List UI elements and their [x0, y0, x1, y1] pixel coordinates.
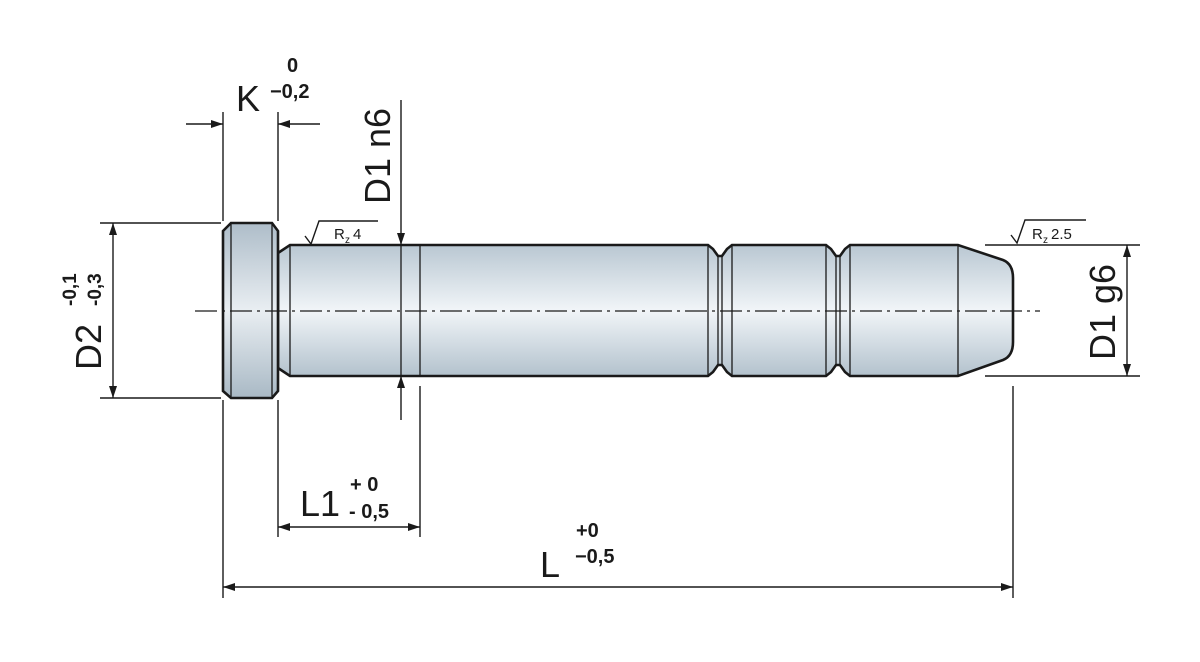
dimension-k: K 0 −0,2: [186, 55, 320, 221]
rough1-value: 4: [353, 226, 361, 243]
d1-g6-label: D1 g6: [1082, 264, 1123, 360]
l1-upper-tolerance: + 0: [350, 474, 378, 496]
dimension-l1: L1 + 0 - 0,5: [277, 386, 421, 537]
l-upper-tolerance: +0: [576, 520, 599, 542]
l-label: L: [540, 544, 560, 585]
dimension-d1-g6: D1 g6: [985, 244, 1140, 377]
rough2-z: z: [1043, 235, 1048, 246]
rough1-z: z: [345, 235, 350, 246]
dimension-d1-n6: D1 n6: [357, 100, 405, 420]
rough1-r: R: [334, 226, 345, 243]
rough2-r: R: [1032, 226, 1043, 243]
rough2-value: 2.5: [1051, 226, 1072, 243]
dimension-l: L +0 −0,5: [222, 386, 1014, 598]
k-label: K: [236, 78, 260, 119]
k-lower-tolerance: −0,2: [270, 81, 309, 103]
roughness-symbol-rz4: R z 4: [304, 220, 378, 246]
d2-label: D2: [68, 324, 109, 370]
d2-lower-tolerance: -0,3: [85, 273, 106, 306]
d1-n6-label: D1 n6: [357, 108, 398, 204]
l1-lower-tolerance: - 0,5: [349, 501, 389, 523]
d2-upper-tolerance: -0,1: [60, 273, 81, 306]
dimension-d2: D2 -0,1 -0,3: [60, 222, 221, 399]
pin-shaft: [276, 243, 1015, 378]
roughness-symbol-rz25: R z 2.5: [1010, 219, 1086, 246]
pin-body: [195, 221, 1040, 400]
l1-label: L1: [300, 483, 340, 524]
k-upper-tolerance: 0: [287, 55, 298, 77]
l-lower-tolerance: −0,5: [575, 546, 614, 568]
